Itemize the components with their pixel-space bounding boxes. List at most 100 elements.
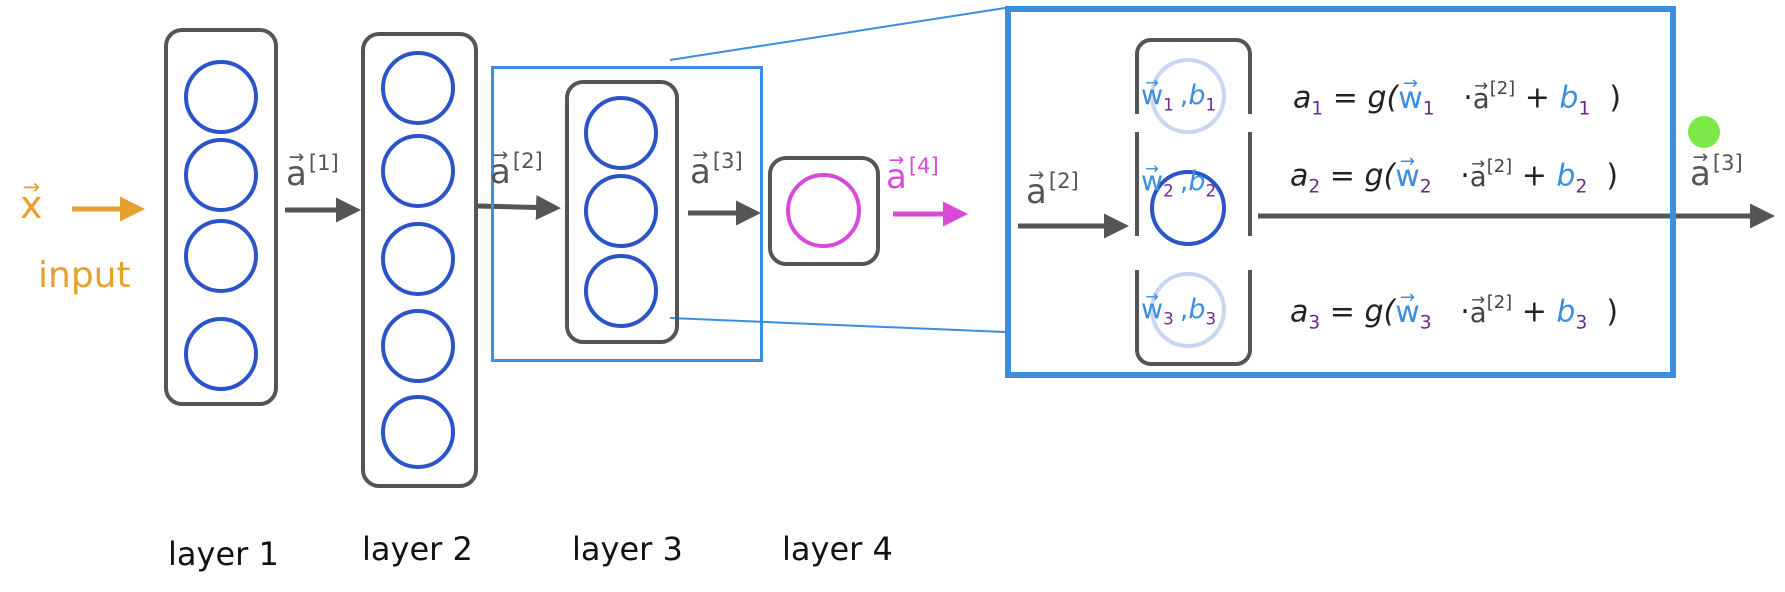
zoom-input-activation: a[2] [1026,170,1079,209]
eq2-g: g( [1364,158,1396,194]
zoom-line-bottom [669,317,1006,333]
layer-3-unit-2 [584,174,658,248]
eq1-dot: · [1463,80,1473,116]
eq1-plus: + [1524,80,1550,116]
unit-1-w: w [1141,82,1163,109]
eq2-w: w [1395,161,1420,192]
cursor-dot [1688,116,1720,148]
layer-2-unit-2 [381,134,455,208]
a4-symbol: a [886,160,907,194]
layer-4-unit-1 [786,173,861,248]
layer-4-label: layer 4 [782,530,893,568]
unit-2-w: w [1141,168,1163,195]
layer-1-unit-2 [184,138,258,212]
layer-3-label: layer 3 [572,530,683,568]
layer-3-unit-3 [584,254,658,328]
zoom-unit-2 [1150,170,1226,246]
zoom-output-activation: a[3] [1690,152,1743,191]
zoom-out-symbol: a [1690,157,1711,191]
eq2-plus: + [1521,158,1547,194]
unit-3-params: w3,b3 [1141,296,1216,327]
layer-1-unit-3 [184,219,258,293]
unit-3-w-sub: 3 [1163,308,1174,329]
a1-sup: [1] [308,150,339,175]
layer-2-unit-4 [381,309,455,383]
a3-symbol: a [690,155,711,189]
input-label: input [38,255,131,296]
eq1-a-sub: 1 [1311,98,1324,120]
unit-2-params: w2,b2 [1141,168,1216,199]
eq3-b: b [1556,294,1576,330]
equation-unit-3: a3 = g(w3 ·a[2] + b3 ) [1290,294,1618,333]
eq1-b: b [1559,80,1579,116]
unit-2-w-sub: 2 [1163,180,1174,201]
eq2-av: a [1470,162,1487,191]
zoom-in-symbol: a [1026,175,1047,209]
layer-1-box [164,28,278,406]
eq3-av-sup: [2] [1486,292,1513,313]
unit-3-b-sub: 3 [1205,308,1217,329]
eq2-av-sup: [2] [1486,156,1513,177]
layer-3-unit-1 [584,96,658,170]
eq3-a-sub: 3 [1308,312,1321,334]
eq2-w-sub: 2 [1419,176,1432,198]
eq2-eq: = [1329,158,1355,194]
eq2-a-sub: 2 [1308,176,1321,198]
eq3-w: w [1395,297,1420,328]
input-symbol: x [20,186,43,224]
activation-a1: a[1] [286,152,339,191]
layer-2-unit-3 [381,222,455,296]
eq3-a: a [1290,294,1309,330]
eq3-plus: + [1521,294,1547,330]
eq2-dot: · [1460,158,1470,194]
unit-1-b-sub: 1 [1205,94,1217,115]
eq1-av: a [1473,84,1490,113]
unit-3-w: w [1141,296,1163,323]
layer-1-unit-1 [184,60,258,134]
eq3-w-sub: 3 [1419,312,1432,334]
activation-a3: a[3] [690,150,743,189]
eq2-a: a [1290,158,1309,194]
layer-4-box [768,156,880,266]
eq1-g: g( [1367,80,1399,116]
a4-sup: [4] [908,153,939,178]
zoom-out-sup: [3] [1712,150,1743,175]
zoom-in-sup: [2] [1048,168,1079,193]
eq3-b-sub: 3 [1575,312,1588,334]
a1-symbol: a [286,157,307,191]
layer-3-box [565,80,679,344]
unit-3-b: b [1188,294,1206,325]
layer-1-label: layer 1 [168,535,279,573]
layer-2-label: layer 2 [362,530,473,568]
unit-1-b: b [1188,80,1206,111]
layer3-highlight-box [491,66,763,362]
layer-2-unit-1 [381,51,455,125]
input-vector: x [20,186,43,224]
eq1-a: a [1293,80,1312,116]
unit-1-w-sub: 1 [1163,94,1174,115]
a3-sup: [3] [712,148,743,173]
activation-a4: a[4] [886,155,939,194]
eq3-close: ) [1606,294,1619,330]
eq1-b-sub: 1 [1578,98,1591,120]
eq2-close: ) [1606,158,1619,194]
eq2-b-sub: 2 [1575,176,1588,198]
unit-1-params: w1,b1 [1141,82,1216,113]
equation-unit-2: a2 = g(w2 ·a[2] + b2 ) [1290,158,1618,197]
zoom-layer-box [1135,38,1252,366]
eq1-w: w [1398,83,1423,114]
eq3-g: g( [1364,294,1396,330]
layer-2-unit-5 [381,395,455,469]
eq1-w-sub: 1 [1422,98,1435,120]
eq1-close: ) [1609,80,1622,116]
eq2-b: b [1556,158,1576,194]
zoom-detail-box [1005,6,1676,378]
a2-sup: [2] [512,148,543,173]
unit-2-b-sub: 2 [1205,180,1217,201]
zoom-line-top [669,7,1006,61]
eq3-dot: · [1460,294,1470,330]
eq1-av-sup: [2] [1489,78,1516,99]
activation-a2: a[2] [490,150,543,189]
